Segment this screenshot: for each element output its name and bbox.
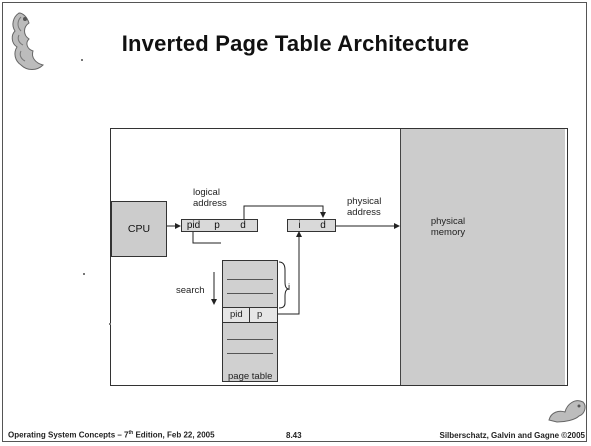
page-table-field-divider <box>249 308 250 322</box>
index-label: i <box>288 282 291 293</box>
footer-left-rest: Edition, Feb 22, 2005 <box>133 431 215 440</box>
physical-address-label-1: physical <box>347 196 382 207</box>
page-table: pid p <box>222 260 278 382</box>
bullet-dot <box>83 273 85 275</box>
footer-left: Operating System Concepts – 7th Edition,… <box>8 430 215 440</box>
logical-field-p: p <box>205 219 230 232</box>
cpu-box: CPU <box>111 201 167 257</box>
bullet-dot <box>81 59 83 61</box>
page-table-field-pid: pid <box>230 309 243 320</box>
dinosaur-logo-small-icon <box>548 400 586 423</box>
logical-address-label-1: logical <box>193 187 220 198</box>
page-table-entry-line <box>227 293 273 294</box>
physical-address-label-2: address <box>347 207 381 218</box>
physical-field-d: d <box>311 219 336 232</box>
logical-address-label-2: address <box>193 198 227 209</box>
page-table-field-p: p <box>257 309 263 320</box>
search-label: search <box>176 285 205 296</box>
physical-memory-block <box>400 129 565 385</box>
footer-page-number: 8.43 <box>286 431 302 440</box>
footer-left-text: Operating System Concepts – 7 <box>8 431 129 440</box>
footer-left-sup: th <box>128 430 134 437</box>
slide-title: Inverted Page Table Architecture <box>121 31 470 56</box>
page-table-label: page table <box>228 371 273 382</box>
footer-right: Silberschatz, Galvin and Gagne ©2005 <box>439 431 585 440</box>
page-table-entry-line <box>227 279 273 280</box>
page-table-matching-entry: pid p <box>223 307 277 323</box>
physical-field-i: i <box>287 219 312 232</box>
physical-memory-label-2: memory <box>430 227 466 238</box>
logical-field-d: d <box>229 219 258 232</box>
page-table-entry-line <box>227 353 273 354</box>
physical-memory-label-1: physical <box>430 216 466 227</box>
page-table-entry-line <box>227 339 273 340</box>
bullet-dot <box>109 323 111 325</box>
logical-field-pid: pid <box>181 219 206 232</box>
dinosaur-logo-icon <box>11 12 44 70</box>
slide-frame <box>2 2 587 442</box>
